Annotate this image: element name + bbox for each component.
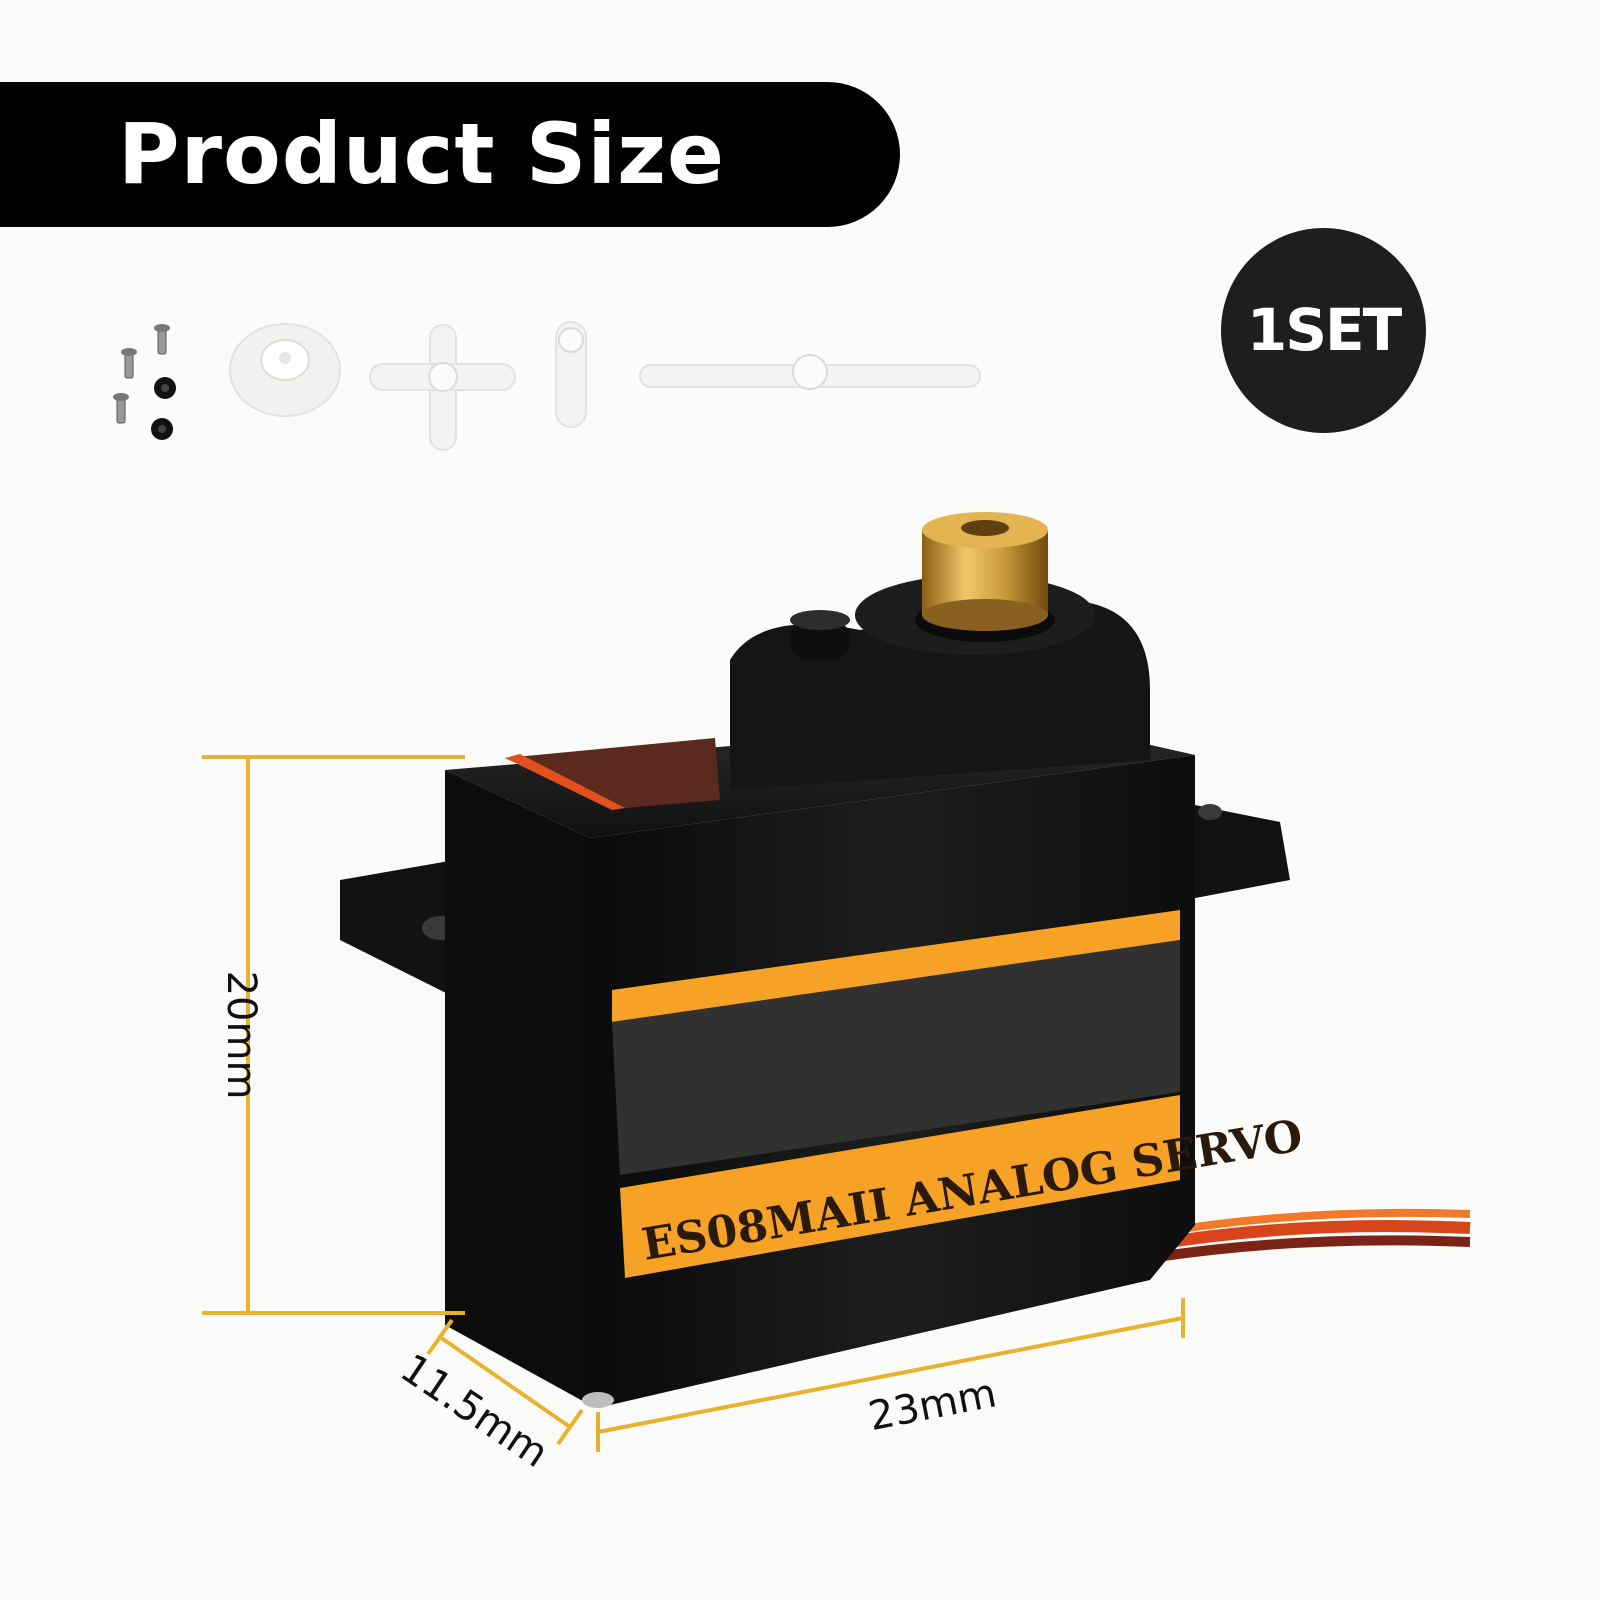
servo-stripe-top	[612, 910, 1180, 1022]
title-banner: Product Size	[0, 82, 900, 227]
round-horn-icon	[229, 323, 341, 417]
screws-icon	[113, 324, 176, 440]
single-arm-horn-icon	[555, 321, 587, 428]
output-gear	[915, 512, 1055, 642]
width-dimension-label: 23mm	[865, 1370, 1000, 1440]
accessories	[113, 321, 981, 451]
servo-label-panel	[612, 940, 1180, 1175]
servo-stripe-bottom	[620, 1095, 1180, 1278]
double-arm-horn-icon	[639, 354, 981, 390]
dimension-lines	[202, 755, 1185, 1452]
cross-horn-icon	[369, 324, 516, 451]
banner-title: Product Size	[118, 105, 725, 203]
set-badge: 1SET	[1221, 228, 1426, 433]
servo-wires	[1149, 1208, 1471, 1263]
servo-illustration: ES08MAII ANALOG SERVO	[340, 512, 1471, 1408]
height-dimension-label: 20mm	[218, 971, 264, 1100]
